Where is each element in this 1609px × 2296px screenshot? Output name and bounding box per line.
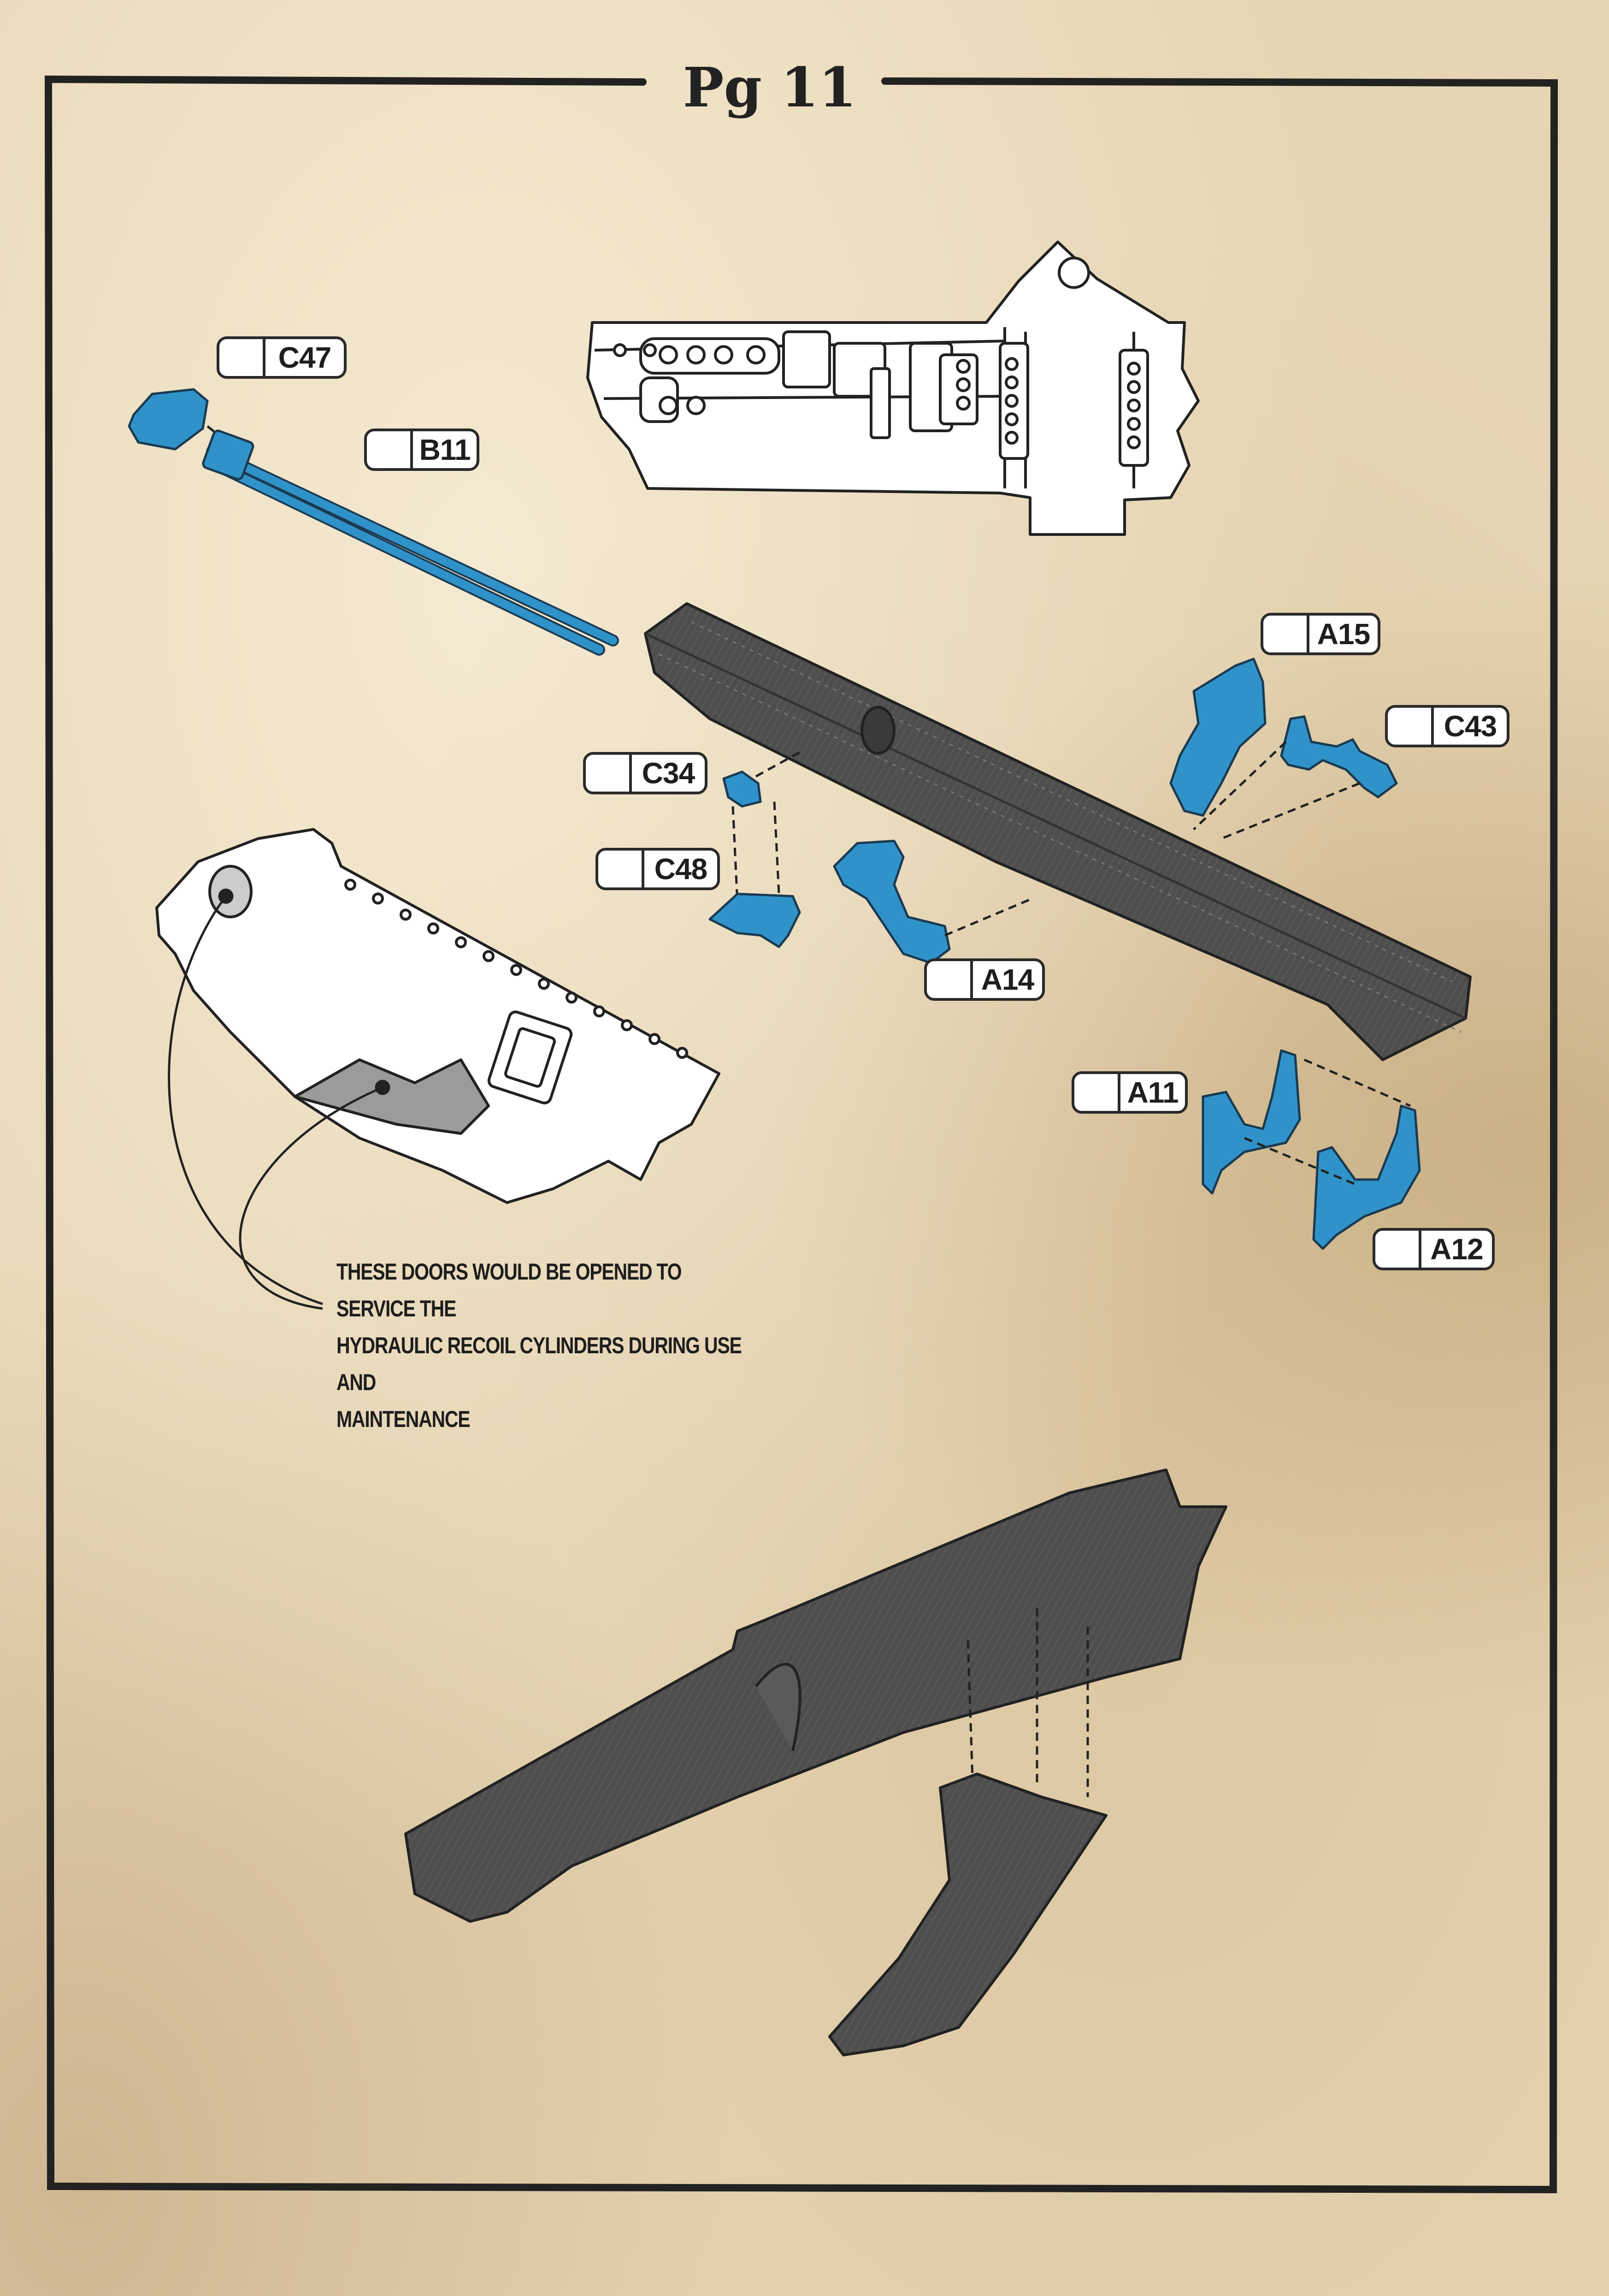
part-checkbox[interactable] bbox=[367, 431, 413, 468]
part-checkbox[interactable] bbox=[1388, 708, 1434, 745]
part-checkbox[interactable] bbox=[219, 339, 265, 376]
part-code: B11 bbox=[419, 433, 471, 466]
part-label-a12: A12 bbox=[1373, 1228, 1495, 1270]
part-checkbox[interactable] bbox=[1375, 1231, 1421, 1268]
part-code: A12 bbox=[1430, 1233, 1483, 1266]
part-code: C47 bbox=[278, 341, 331, 374]
part-label-a11: A11 bbox=[1072, 1071, 1188, 1114]
part-code: A11 bbox=[1127, 1076, 1179, 1109]
part-label-c43: C43 bbox=[1385, 705, 1509, 747]
part-code: C43 bbox=[1444, 710, 1497, 743]
part-code: C48 bbox=[654, 852, 707, 886]
part-b11-shape bbox=[202, 429, 619, 656]
part-c43-shape bbox=[1280, 715, 1398, 799]
part-c47-shape bbox=[128, 388, 209, 451]
part-a14-shape bbox=[833, 840, 951, 964]
part-label-a15: A15 bbox=[1261, 613, 1380, 655]
callout-note: THESE DOORS WOULD BE OPENED TO SERVICE T… bbox=[336, 1259, 742, 1432]
part-label-c47: C47 bbox=[217, 336, 347, 379]
lower-assembly bbox=[404, 1468, 1227, 2056]
callout-leaders bbox=[168, 888, 390, 1310]
part-label-c34: C34 bbox=[583, 752, 707, 794]
part-label-a14: A14 bbox=[924, 958, 1045, 1001]
part-a11-shape bbox=[1202, 1049, 1301, 1195]
part-code: C34 bbox=[642, 757, 695, 790]
part-a12-shape bbox=[1312, 1104, 1421, 1250]
part-c34-shape bbox=[722, 770, 762, 808]
main-carriage bbox=[644, 602, 1472, 1061]
part-code: A14 bbox=[981, 963, 1034, 996]
page-title: Pg 11 bbox=[683, 55, 857, 119]
part-checkbox[interactable] bbox=[598, 851, 644, 887]
detail-view-top bbox=[586, 241, 1200, 536]
part-a15-shape bbox=[1169, 658, 1267, 817]
part-code: A15 bbox=[1317, 617, 1370, 651]
part-checkbox[interactable] bbox=[927, 961, 973, 998]
part-checkbox[interactable] bbox=[1263, 616, 1309, 652]
part-checkbox[interactable] bbox=[1074, 1074, 1120, 1111]
part-label-b11: B11 bbox=[364, 429, 479, 471]
part-c48-shape bbox=[708, 893, 801, 948]
door-detail-inset bbox=[155, 828, 720, 1204]
part-checkbox[interactable] bbox=[586, 755, 632, 792]
part-label-c48: C48 bbox=[595, 848, 720, 890]
